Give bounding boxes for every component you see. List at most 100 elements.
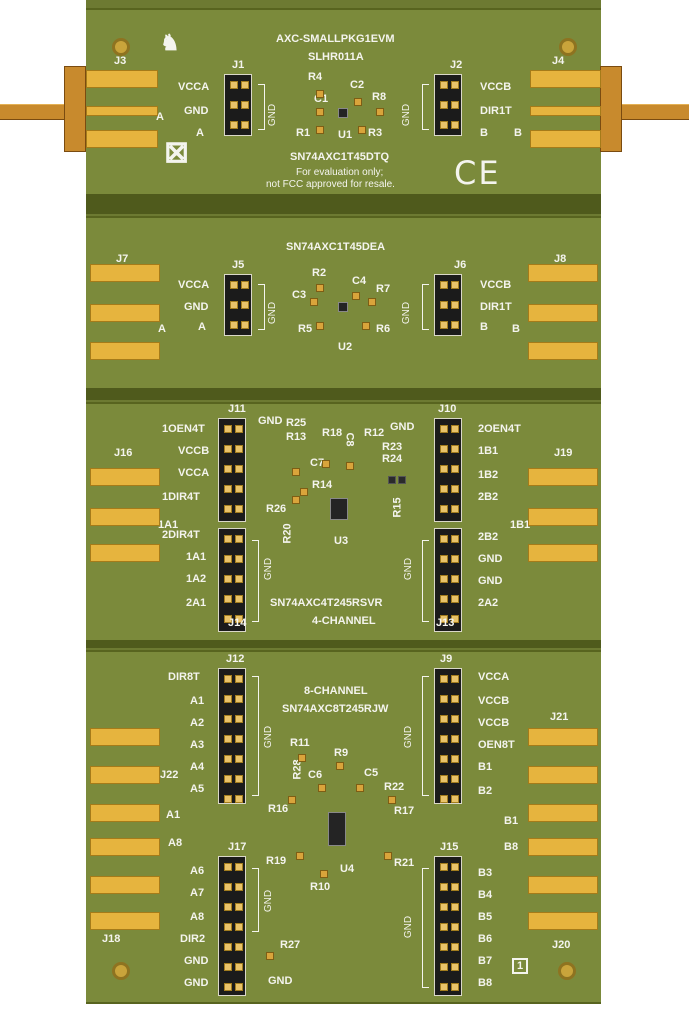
resistor: [300, 488, 308, 496]
header-j10[interactable]: [434, 418, 462, 522]
header-pin: [224, 465, 232, 473]
header-pin: [224, 923, 232, 931]
resistor: [384, 852, 392, 860]
header-pin: [224, 983, 232, 991]
bracket: [258, 84, 265, 130]
header-pin: [230, 101, 238, 109]
header-pin: [235, 615, 243, 623]
j15-label: J15: [440, 841, 459, 853]
ic-u1: [338, 108, 348, 118]
edge-pad: [90, 766, 160, 784]
resistor-r4: [316, 90, 324, 98]
pin-label: B3: [478, 867, 493, 879]
header-j11[interactable]: [218, 418, 246, 522]
header-pin: [440, 445, 448, 453]
board-gap: [86, 640, 601, 648]
r24-label: R24: [382, 453, 403, 465]
header-pin: [440, 903, 448, 911]
pin-label: DIR2: [180, 933, 206, 945]
header-pin: [451, 281, 459, 289]
sma-connector-j4[interactable]: [600, 66, 622, 152]
header-pin: [440, 943, 448, 951]
header-pin: [440, 775, 448, 783]
channel-label: 8-CHANNEL: [304, 685, 368, 697]
header-j6[interactable]: [434, 274, 462, 336]
pin-label: 1A2: [186, 573, 207, 585]
r17-label: R17: [394, 805, 415, 817]
1a1-edge-label: 1A1: [158, 519, 179, 531]
channel-label: 4-CHANNEL: [312, 615, 376, 627]
pin-label: B2: [478, 785, 493, 797]
header-j14[interactable]: [218, 528, 246, 632]
edge-pad: [528, 804, 598, 822]
c5-label: C5: [364, 767, 379, 779]
resistor: [336, 762, 344, 770]
pin-label: 2A1: [186, 597, 207, 609]
gnd-vertical-label-3: GND: [263, 889, 275, 913]
header-pin: [235, 923, 243, 931]
dir1t-label: DIR1T: [480, 301, 512, 313]
header-j9[interactable]: [434, 668, 462, 804]
r15-label: R15: [391, 497, 404, 518]
r18-label: R18: [322, 427, 343, 439]
board-gap: [86, 194, 601, 214]
resistor: [398, 476, 406, 484]
pin-label: VCCB: [478, 695, 510, 707]
header-pin: [451, 903, 459, 911]
pin1-marker: [512, 958, 528, 974]
edge-pad: [528, 508, 598, 526]
r5-label: R5: [298, 323, 313, 335]
resistor-r7: [368, 298, 376, 306]
header-j1[interactable]: [224, 74, 252, 136]
header-pin: [451, 735, 459, 743]
resistor-r27: [266, 952, 274, 960]
section-4-channel: J11 J10 J16 J19 GND GND 1OEN4T VCCB VCCA…: [86, 402, 601, 642]
edge-pad: [90, 876, 160, 894]
header-pin: [224, 715, 232, 723]
header-j12[interactable]: [218, 668, 246, 804]
gnd-vertical-label: GND: [263, 725, 275, 749]
header-pin: [451, 535, 459, 543]
u1-label: U1: [338, 129, 353, 141]
header-j13[interactable]: [434, 528, 462, 632]
gnd-top-label: GND: [258, 415, 283, 427]
edge-pad: [528, 728, 598, 746]
header-j17[interactable]: [218, 856, 246, 996]
header-pin: [235, 943, 243, 951]
header-pin: [224, 963, 232, 971]
header-pin: [235, 675, 243, 683]
r21-label: R21: [394, 857, 415, 869]
header-pin: [440, 923, 448, 931]
pin-label: 2A2: [478, 597, 499, 609]
header-j15[interactable]: [434, 856, 462, 996]
j3-label: J3: [114, 55, 127, 67]
header-pin: [440, 615, 448, 623]
header-j2[interactable]: [434, 74, 462, 136]
board-gap: [86, 388, 601, 400]
header-j5[interactable]: [224, 274, 252, 336]
r7-label: R7: [376, 283, 391, 295]
edge-pad: [90, 804, 160, 822]
header-pin: [230, 121, 238, 129]
r23-label: R23: [382, 441, 403, 453]
header-pin: [224, 505, 232, 513]
pin-label: VCCB: [178, 445, 210, 457]
header-pin: [235, 485, 243, 493]
header-pin: [440, 983, 448, 991]
header-pin: [224, 863, 232, 871]
pin-label: GND: [478, 575, 503, 587]
edge-pad: [530, 70, 601, 88]
header-pin: [235, 715, 243, 723]
header-pin: [224, 535, 232, 543]
sma-connector-j3[interactable]: [64, 66, 86, 152]
ic-u2: [338, 302, 348, 312]
pin-label: OEN8T: [478, 739, 515, 751]
pin-label: A4: [190, 761, 205, 773]
header-pin: [224, 795, 232, 803]
r2-label: R2: [312, 267, 327, 279]
mounting-hole: [558, 962, 576, 980]
header-pin: [451, 675, 459, 683]
bracket: [252, 676, 259, 796]
header-pin: [241, 281, 249, 289]
resistor-r2: [316, 284, 324, 292]
